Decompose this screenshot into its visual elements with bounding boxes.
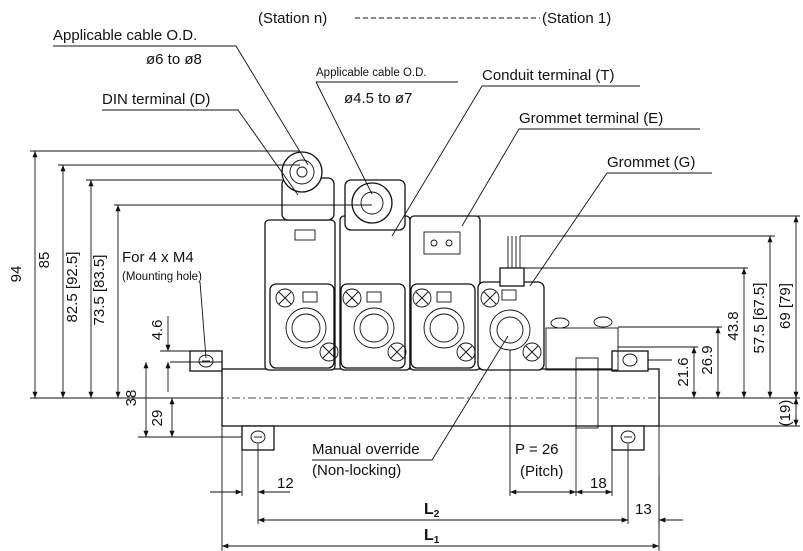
pitch-label-2: (Pitch) <box>520 463 563 480</box>
svg-text:73.5 [83.5]: 73.5 [83.5] <box>91 255 108 326</box>
svg-text:43.8: 43.8 <box>725 311 742 340</box>
svg-text:85: 85 <box>36 252 53 269</box>
station-n-label: (Station n) <box>258 10 327 27</box>
end-plate <box>545 327 619 371</box>
right-foot-top <box>611 350 649 372</box>
leader <box>461 128 520 227</box>
leader <box>312 335 509 461</box>
svg-text:69 [79]: 69 [79] <box>777 283 794 329</box>
grommet-label: Grommet (G) <box>607 154 695 171</box>
manifold-base <box>189 316 790 451</box>
svg-text:57.5 [67.5]: 57.5 [67.5] <box>751 283 768 354</box>
right-dimensions: 69 [79] 57.5 [67.5] 43.8 26.9 21.6 (19) <box>460 215 800 427</box>
cable-od-1-title: Applicable cable O.D. <box>53 27 197 44</box>
valve-grommet-terminal <box>409 215 481 371</box>
valve-conduit <box>339 179 411 371</box>
grommet-valve-body <box>477 281 545 371</box>
station-header: (Station n) (Station 1) <box>258 10 611 27</box>
l1-label: L1 <box>424 527 440 546</box>
svg-text:94: 94 <box>8 266 25 283</box>
manifold-block <box>221 368 660 427</box>
svg-text:38: 38 <box>123 390 140 407</box>
din-label: DIN terminal (D) <box>102 91 210 108</box>
mount-hole-icon <box>622 353 638 367</box>
leader <box>315 81 373 195</box>
valve-grommet <box>477 236 545 371</box>
svg-text:13: 13 <box>635 501 652 518</box>
svg-text:18: 18 <box>590 475 607 492</box>
mount-sub: (Mounting hole) <box>122 271 202 283</box>
mount-title: For 4 x M4 <box>122 249 194 266</box>
override-circle <box>285 307 327 349</box>
conduit-gland <box>351 182 393 224</box>
svg-text:(19): (19) <box>777 400 794 427</box>
left-dimensions: 94 85 82.5 [92.5] 73.5 [83.5] 4.6 38 29 <box>8 150 372 438</box>
override-label-1: Manual override <box>312 441 420 458</box>
grommet-terminal-label: Grommet terminal (E) <box>519 110 663 127</box>
leader <box>529 172 608 287</box>
callouts: Applicable cable O.D. ø6 to ø8 Applicabl… <box>53 27 712 479</box>
svg-text:82.5 [92.5]: 82.5 [92.5] <box>64 252 81 323</box>
station-1-label: (Station 1) <box>542 10 611 27</box>
leader <box>102 109 299 196</box>
grommet-boot <box>499 267 525 287</box>
end-port <box>575 357 599 429</box>
conduit-label: Conduit terminal (T) <box>482 67 615 84</box>
valve-din <box>264 151 339 371</box>
cable-od-2-value: ø4.5 to ø7 <box>344 90 412 107</box>
leader <box>391 85 483 237</box>
svg-text:4.6: 4.6 <box>149 320 166 341</box>
pitch-label-1: P = 26 <box>515 441 559 458</box>
mount-hole-icon <box>250 430 266 444</box>
mount-hole-icon <box>620 430 636 444</box>
svg-text:29: 29 <box>149 410 166 427</box>
l2-label: L2 <box>424 501 440 520</box>
svg-text:21.6: 21.6 <box>675 357 692 386</box>
leader <box>199 281 207 359</box>
leader <box>53 45 309 166</box>
terminal-plate <box>423 231 461 255</box>
svg-text:26.9: 26.9 <box>699 345 716 374</box>
din-gland <box>281 151 323 193</box>
override-circle <box>423 307 465 349</box>
bottom-dimensions: 12 P = 26 (Pitch) 18 13 L2 L1 <box>210 350 683 551</box>
override-label-2: (Non-locking) <box>312 462 401 479</box>
cable-od-1-value: ø6 to ø8 <box>146 51 202 68</box>
svg-text:12: 12 <box>277 475 294 492</box>
cable-od-2-title: Applicable cable O.D. <box>316 67 427 79</box>
override-circle <box>353 307 395 349</box>
